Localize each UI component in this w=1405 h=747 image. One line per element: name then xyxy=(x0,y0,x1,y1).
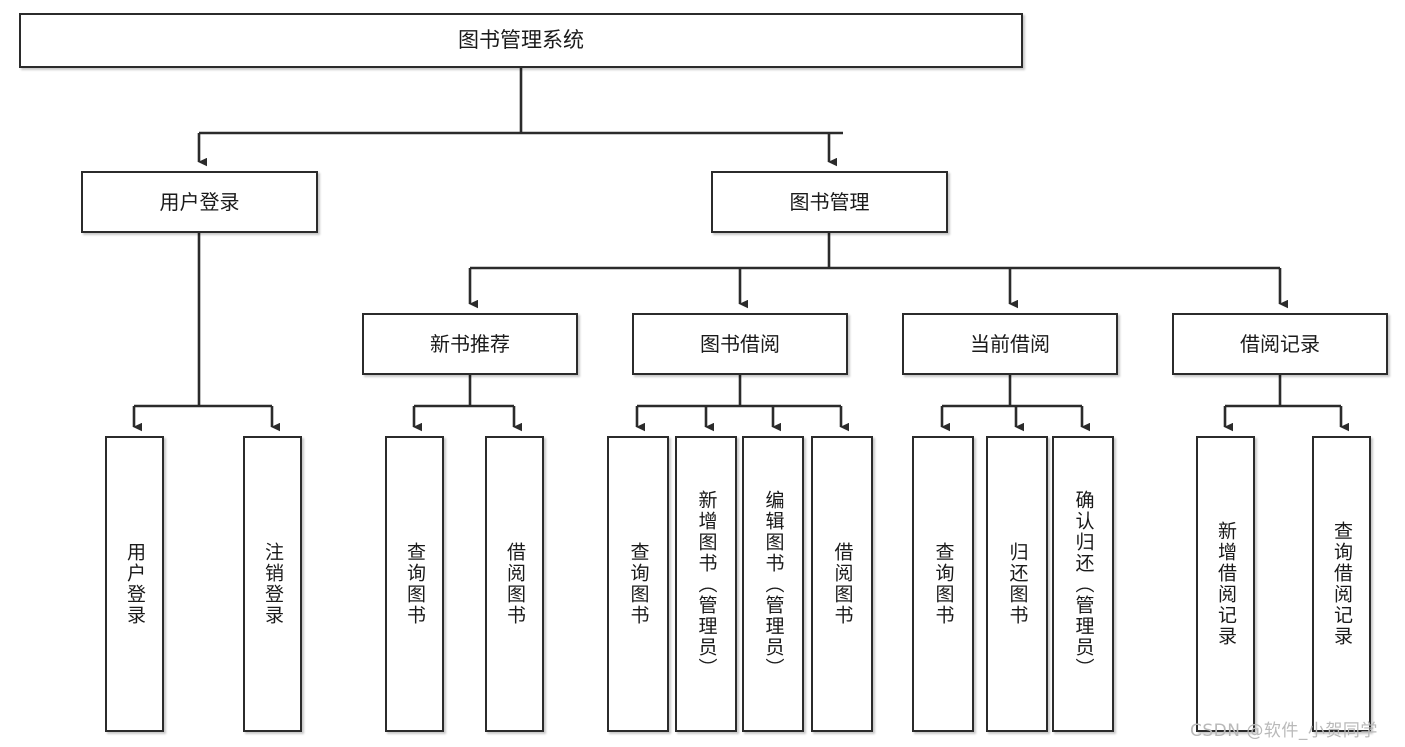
node-loan-record-label: 借阅记录 xyxy=(1240,331,1320,356)
node-leaf-confirm-return[interactable]: 确认归还（管理员） xyxy=(1052,436,1114,732)
node-leaf-edit-book-label: 编辑图书（管理员） xyxy=(762,489,785,679)
node-leaf-borrow-book-2[interactable]: 借阅图书 xyxy=(811,436,873,732)
node-leaf-add-record-label: 新增借阅记录 xyxy=(1215,521,1237,647)
node-root-label: 图书管理系统 xyxy=(458,28,584,53)
node-current-loan[interactable]: 当前借阅 xyxy=(902,313,1118,375)
node-book-manage-label: 图书管理 xyxy=(789,189,870,214)
node-leaf-add-record[interactable]: 新增借阅记录 xyxy=(1196,436,1255,732)
node-leaf-query-book-1-label: 查询图书 xyxy=(404,542,426,626)
node-current-loan-label: 当前借阅 xyxy=(970,331,1050,356)
node-leaf-borrow-book-2-label: 借阅图书 xyxy=(831,542,854,626)
node-leaf-query-book-1[interactable]: 查询图书 xyxy=(385,436,444,732)
node-user-login[interactable]: 用户登录 xyxy=(81,171,318,233)
node-loan-record[interactable]: 借阅记录 xyxy=(1172,313,1388,375)
node-book-borrow-label: 图书借阅 xyxy=(700,331,780,356)
node-leaf-add-book[interactable]: 新增图书（管理员） xyxy=(675,436,737,732)
node-new-book-rec-label: 新书推荐 xyxy=(430,331,510,356)
node-leaf-query-book-2[interactable]: 查询图书 xyxy=(607,436,669,732)
node-new-book-rec[interactable]: 新书推荐 xyxy=(362,313,578,375)
node-book-manage[interactable]: 图书管理 xyxy=(711,171,948,233)
node-leaf-edit-book[interactable]: 编辑图书（管理员） xyxy=(742,436,804,732)
node-leaf-query-book-2-label: 查询图书 xyxy=(627,542,650,626)
node-book-borrow[interactable]: 图书借阅 xyxy=(632,313,848,375)
node-user-login-label: 用户登录 xyxy=(159,189,240,214)
node-leaf-return-book[interactable]: 归还图书 xyxy=(986,436,1048,732)
node-leaf-user-login[interactable]: 用户登录 xyxy=(105,436,164,732)
node-leaf-logout[interactable]: 注销登录 xyxy=(243,436,302,732)
node-leaf-add-book-label: 新增图书（管理员） xyxy=(695,489,718,679)
csdn-watermark: CSDN @软件_小贺同学 xyxy=(1190,721,1378,741)
node-leaf-borrow-book-1[interactable]: 借阅图书 xyxy=(485,436,544,732)
node-leaf-user-login-label: 用户登录 xyxy=(124,542,146,626)
node-leaf-query-record-label: 查询借阅记录 xyxy=(1331,521,1353,647)
node-leaf-logout-label: 注销登录 xyxy=(262,542,284,626)
node-leaf-confirm-return-label: 确认归还（管理员） xyxy=(1072,489,1095,679)
node-leaf-query-record[interactable]: 查询借阅记录 xyxy=(1312,436,1371,732)
node-leaf-query-book-3[interactable]: 查询图书 xyxy=(912,436,974,732)
node-root[interactable]: 图书管理系统 xyxy=(19,13,1023,68)
node-leaf-query-book-3-label: 查询图书 xyxy=(932,542,955,626)
node-leaf-borrow-book-1-label: 借阅图书 xyxy=(504,542,526,626)
node-leaf-return-book-label: 归还图书 xyxy=(1006,542,1029,626)
